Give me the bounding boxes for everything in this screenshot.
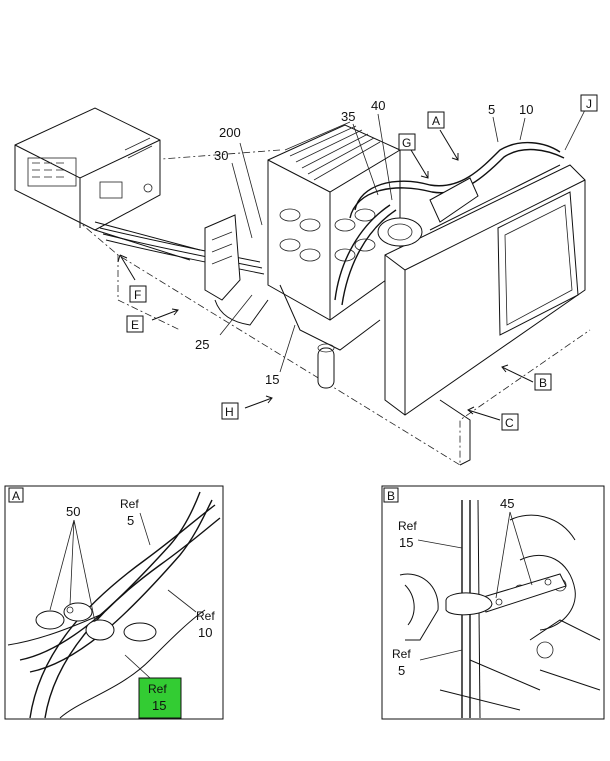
detail-a-ref10-label: Ref (196, 609, 215, 623)
radiator-housing (384, 164, 586, 466)
leader-lines (219, 109, 586, 373)
detail-b-callout-45: 45 (500, 496, 514, 511)
callout-15: 15 (265, 372, 279, 387)
control-box (14, 107, 201, 261)
view-arrows (117, 129, 534, 421)
detail-a-ref5-number: 5 (127, 513, 134, 528)
svg-text:E: E (131, 318, 139, 332)
view-label-a: A (427, 111, 445, 129)
detail-b-ref5-number: 5 (398, 663, 405, 678)
callout-10: 10 (519, 102, 533, 117)
detail-b-ref15-label: Ref (398, 519, 417, 533)
detail-a-ref10-number: 10 (198, 625, 212, 640)
callout-25: 25 (195, 337, 209, 352)
mounting-bracket (204, 214, 269, 326)
detail-a-ref15-label: Ref (148, 682, 167, 696)
callout-30: 30 (214, 148, 228, 163)
view-label-e: E (126, 315, 144, 333)
view-label-f: F (129, 285, 147, 303)
svg-text:A: A (432, 114, 440, 128)
svg-text:G: G (402, 136, 411, 150)
view-label-j: J (580, 94, 598, 112)
detail-b-panel: B 45 Ref 15 Ref 5 (381, 485, 605, 720)
detail-b-ref15-number: 15 (399, 535, 413, 550)
detail-a-ref5-label: Ref (120, 497, 139, 511)
view-label-b: B (534, 373, 552, 391)
detail-a-ref15-number: 15 (152, 698, 166, 713)
detail-b-title: B (387, 489, 395, 503)
main-assembly-view: 200 30 35 40 5 10 25 15 A G J F E (14, 94, 598, 466)
svg-text:H: H (225, 405, 234, 419)
detail-a-title: A (12, 489, 20, 503)
cable-bundle (99, 227, 265, 275)
view-label-g: G (398, 133, 416, 151)
view-label-c: C (501, 413, 519, 431)
svg-text:F: F (134, 288, 141, 302)
detail-a-panel: A 50 Ref 5 Ref 10 Ref 15 (4, 485, 224, 720)
svg-text:J: J (586, 97, 592, 111)
callout-200: 200 (219, 125, 241, 140)
svg-text:B: B (539, 376, 547, 390)
callout-5: 5 (488, 102, 495, 117)
svg-text:C: C (505, 416, 514, 430)
detail-b-ref5-label: Ref (392, 647, 411, 661)
detail-a-callout-50: 50 (66, 504, 80, 519)
hoses (334, 141, 565, 306)
view-label-h: H (221, 402, 239, 420)
ref15-highlight: Ref 15 (138, 677, 182, 719)
callout-35: 35 (341, 109, 355, 124)
callout-40: 40 (371, 98, 385, 113)
